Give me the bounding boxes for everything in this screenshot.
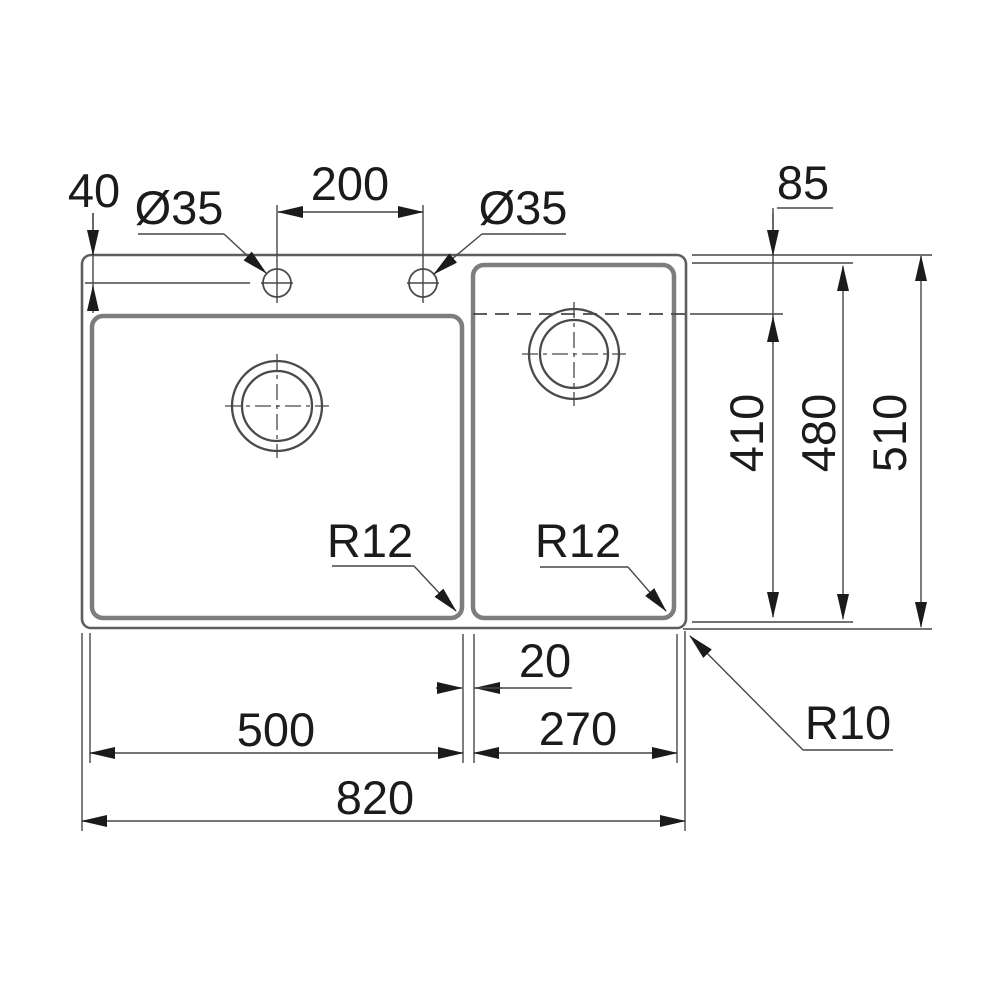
callout-left-bowl-radius: R12: [327, 514, 457, 612]
dim-85-label: 85: [777, 156, 829, 209]
right-bowl-outline: [470, 262, 677, 621]
dia35-left-label: Ø35: [135, 181, 224, 234]
sink-body: [80, 253, 688, 630]
bottom-extension-lines: [81, 631, 686, 831]
dim-20-label: 20: [519, 634, 571, 687]
right-drain-inner-circle: [538, 318, 610, 390]
dimension-tap-offset: 40: [68, 164, 120, 313]
dia35-right-label: Ø35: [479, 181, 568, 234]
left-bowl-outline: [89, 313, 465, 621]
dimension-overall-width: 820: [81, 771, 686, 827]
dim-200-label: 200: [311, 157, 389, 210]
callout-tap-diameter-right: Ø35: [433, 181, 568, 275]
r10-label: R10: [805, 696, 891, 749]
dimension-left-bowl-depth: 410: [720, 394, 773, 472]
callout-right-bowl-radius: R12: [535, 514, 667, 612]
sink-outer-outline: [80, 253, 688, 630]
dim-510-label: 510: [863, 394, 916, 472]
dimension-right-bowl-depth: 480: [792, 265, 849, 620]
dimension-overall-depth: 510: [863, 255, 927, 628]
callout-tap-diameter-left: Ø35: [135, 181, 267, 274]
dim-820-label: 820: [336, 771, 414, 824]
r12-left-leader-line: [413, 565, 457, 612]
dimension-left-bowl-width: 500: [89, 703, 464, 759]
dimension-right-bowl-width: 270: [473, 702, 678, 759]
left-drain-inner-circle: [240, 369, 314, 443]
r12-left-label: R12: [327, 514, 413, 567]
dim-500-label: 500: [237, 703, 315, 756]
dim-480-label: 480: [792, 394, 845, 472]
dim-270-label: 270: [539, 702, 617, 755]
dim-40-label: 40: [68, 164, 120, 217]
dimension-bowl-gap: 20: [436, 634, 572, 694]
r12-right-label: R12: [535, 514, 621, 567]
r12-right-leader-line: [627, 566, 667, 612]
dia35-left-leader-line: [223, 233, 267, 274]
r10-leader-line: [689, 635, 804, 751]
dimension-rim-to-reference: 85: [767, 156, 833, 618]
dimension-tap-spacing: 200: [277, 157, 424, 218]
tap-holes: [85, 205, 439, 303]
right-bowl-drain: [522, 302, 626, 406]
dia35-right-leader-line: [433, 233, 483, 275]
dim-410-label: 410: [720, 394, 773, 472]
left-bowl-drain: [225, 354, 329, 458]
callout-outer-radius: R10: [689, 635, 893, 751]
